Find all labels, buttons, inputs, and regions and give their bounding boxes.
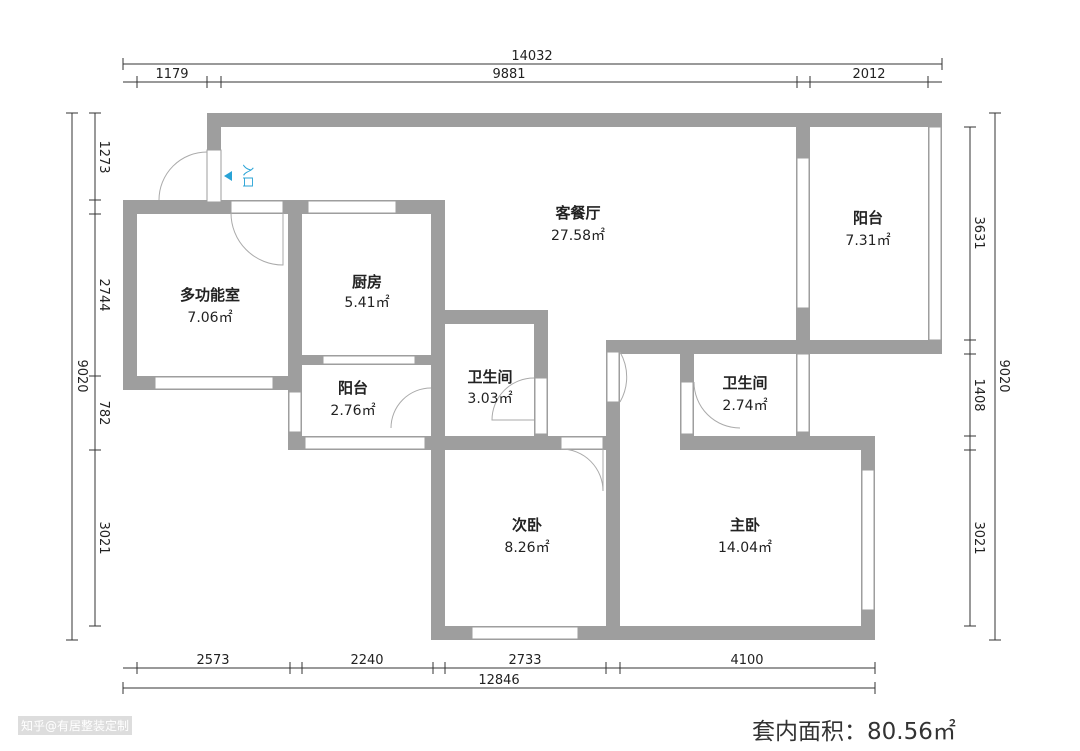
dim-top-total: 14032 [511, 49, 552, 64]
room-name: 卫生间 [467, 368, 512, 386]
room-area: 7.31㎡ [845, 233, 890, 249]
windows [154, 126, 942, 640]
room-name: 厨房 [352, 273, 382, 291]
dim-bottom: 2240 [350, 653, 383, 668]
room-area: 2.76㎡ [330, 403, 375, 419]
dim-top: 9881 [492, 67, 525, 82]
total-area: 套内面积：80.56㎡ [752, 719, 956, 745]
dim-top: 1179 [155, 67, 188, 82]
entrance-arrow-icon [224, 171, 232, 181]
dim-left: 3021 [96, 521, 111, 554]
room-name: 卫生间 [722, 374, 767, 392]
room-area: 3.03㎡ [467, 391, 512, 407]
dimension-labels: 14032 1179 9881 2012 9020 1273 2744 782 … [74, 49, 1011, 688]
dim-bottom-total: 12846 [478, 673, 519, 688]
room-area: 14.04㎡ [718, 540, 772, 556]
room-name: 主卧 [730, 516, 760, 534]
dim-bottom: 4100 [730, 653, 763, 668]
room-name: 阳台 [853, 209, 883, 227]
room-labels: 客餐厅 27.58㎡ 阳台 7.31㎡ 多功能室 7.06㎡ 厨房 5.41㎡ … [180, 204, 891, 556]
dim-left: 782 [96, 401, 111, 426]
dimension-lines [66, 58, 1001, 694]
room-name: 客餐厅 [554, 204, 600, 222]
dim-top: 2012 [852, 67, 885, 82]
dim-left: 2744 [96, 278, 111, 311]
room-area: 7.06㎡ [187, 310, 232, 326]
dim-bottom: 2733 [508, 653, 541, 668]
dim-bottom: 2573 [196, 653, 229, 668]
watermark: 知乎@有居整装定制 [18, 716, 133, 735]
room-area: 27.58㎡ [551, 228, 605, 244]
entrance-label: 入口 [241, 164, 255, 188]
room-name: 多功能室 [180, 286, 240, 304]
room-name: 次卧 [512, 516, 542, 534]
dim-left-total: 9020 [74, 359, 89, 392]
dim-right: 3021 [971, 521, 986, 554]
dim-right: 3631 [971, 216, 986, 249]
dim-left: 1273 [96, 140, 111, 173]
dim-right-total: 9020 [996, 359, 1011, 392]
doors [158, 151, 741, 492]
room-area: 8.26㎡ [504, 540, 549, 556]
room-name: 阳台 [338, 379, 368, 397]
room-area: 2.74㎡ [722, 398, 767, 414]
dim-right: 1408 [971, 378, 986, 411]
room-area: 5.41㎡ [344, 295, 389, 311]
